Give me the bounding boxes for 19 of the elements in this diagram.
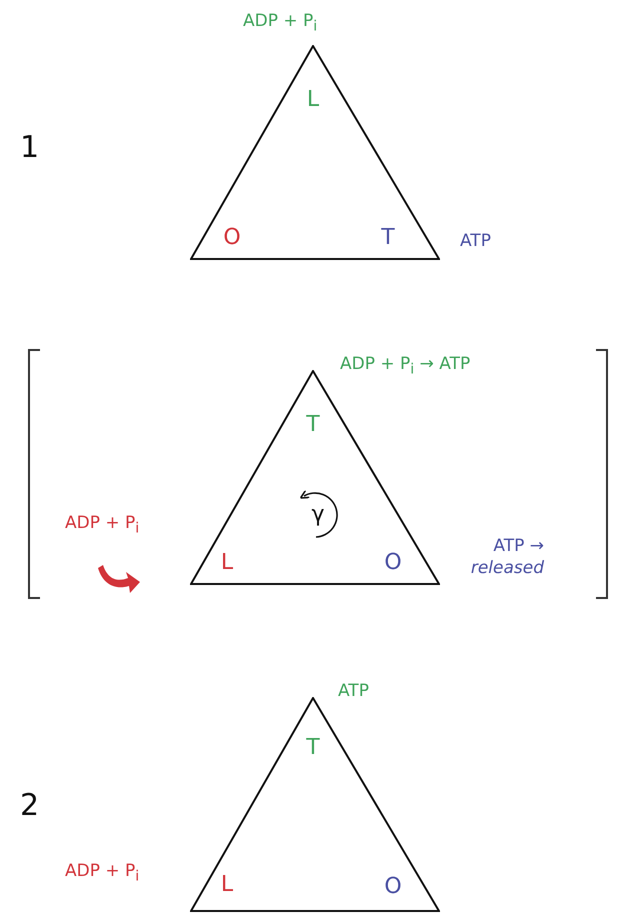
beside-label: ADP + P$_{i}$ [65, 860, 140, 886]
site-label: T [306, 737, 320, 759]
beside-label: ADP + P$_{i}$ [243, 10, 318, 36]
site-label: L [306, 89, 320, 111]
site-label: O [223, 227, 241, 249]
step-number: 1 [20, 130, 40, 165]
site-label: O [384, 876, 402, 898]
beside-label: ATP [338, 680, 369, 702]
site-label: L [220, 874, 234, 896]
site-label: T [381, 227, 395, 249]
beside-label: ATP → released [470, 535, 544, 580]
site-label: O [384, 552, 402, 574]
beside-label: ADP + P$_{i}$ → ATP [340, 353, 470, 379]
beside-label: ATP [460, 230, 491, 252]
step-number: 2 [20, 788, 40, 823]
site-label: γ [311, 504, 325, 526]
site-label: T [306, 414, 320, 436]
site-label: L [220, 552, 234, 574]
beside-label: ADP + P$_{i}$ [65, 512, 140, 538]
